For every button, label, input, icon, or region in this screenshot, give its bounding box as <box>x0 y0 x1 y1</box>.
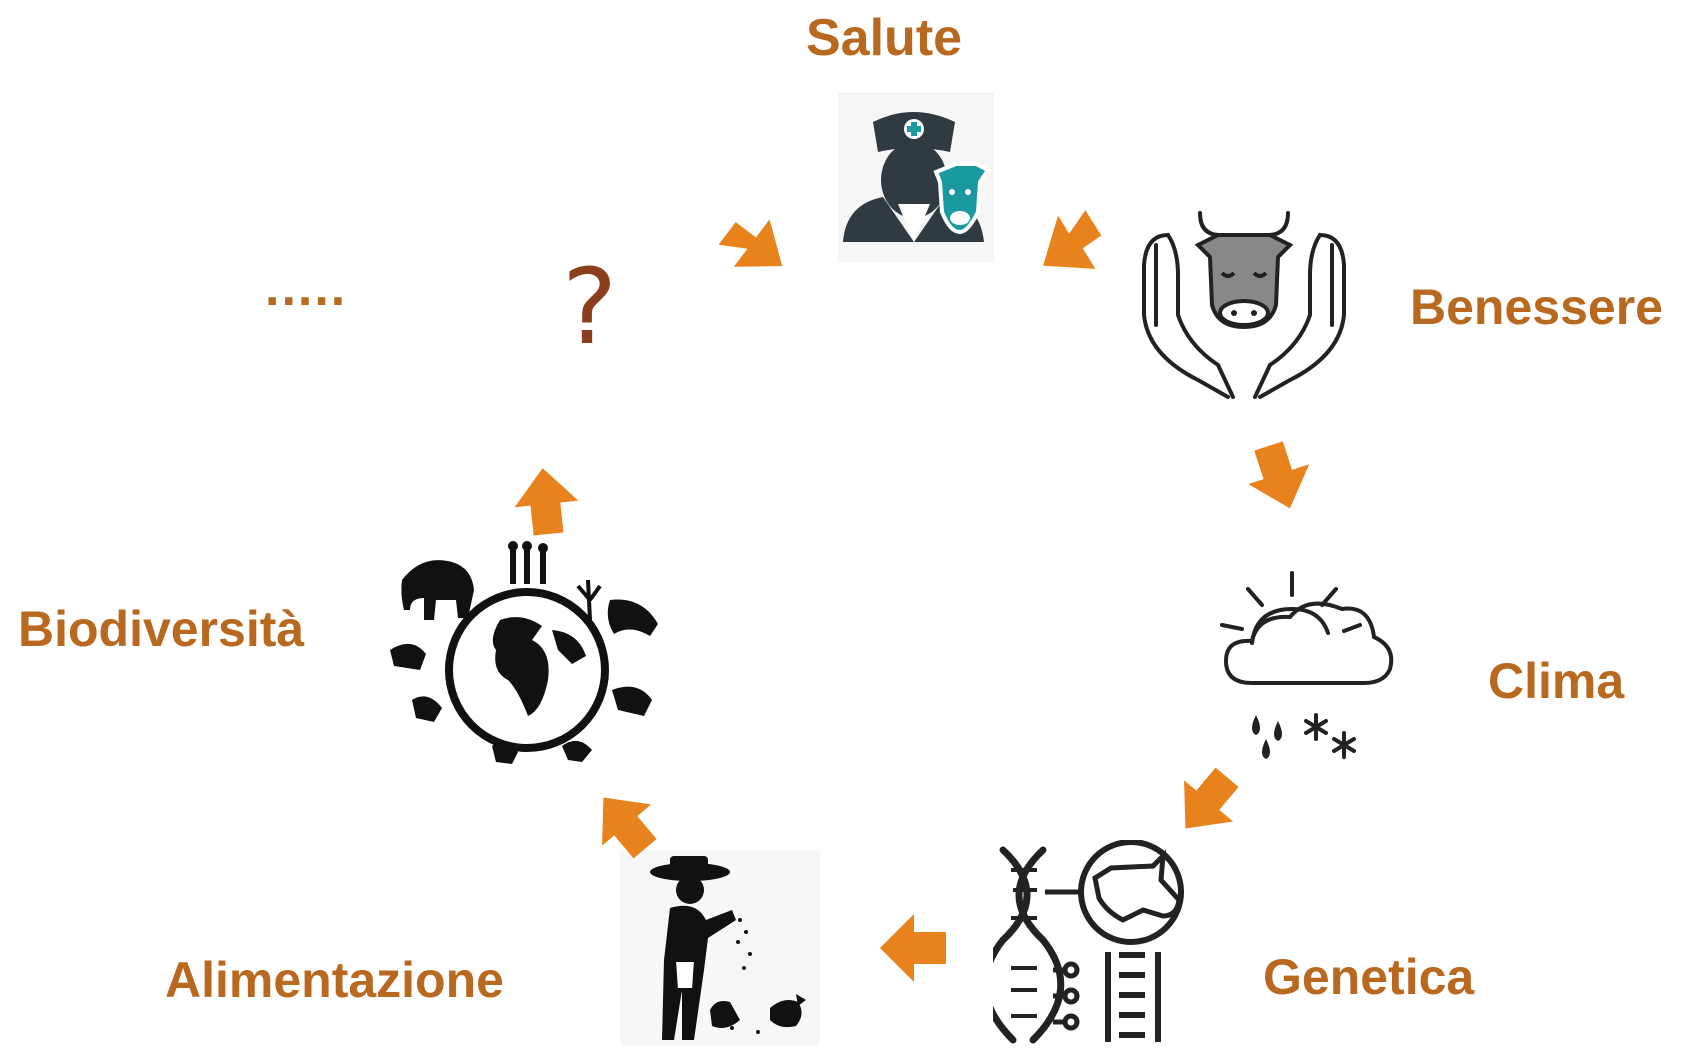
question-mark: ? <box>562 246 618 368</box>
farmer-feeding-chickens-icon <box>620 850 820 1045</box>
dna-cow-icon <box>993 840 1184 1044</box>
arrow-question-to-salute <box>718 219 783 267</box>
label-benessere: Benessere <box>1410 279 1663 335</box>
label-salute: Salute <box>806 9 963 67</box>
ellipsis-label: ..... <box>265 259 348 317</box>
veterinarian-icon <box>838 92 994 262</box>
label-clima: Clima <box>1488 653 1625 709</box>
arrow-clima-to-genetica <box>1184 767 1239 829</box>
arrow-biodiversita-to-question <box>514 468 579 536</box>
weather-icon <box>1220 571 1394 759</box>
arrow-genetica-to-alimentazione <box>880 914 946 982</box>
cow-in-hands-icon <box>1142 211 1346 399</box>
arrow-alimentazione-to-biodiversita <box>602 797 657 859</box>
arrow-benessere-to-clima <box>1248 441 1310 509</box>
earth-biodiversity-icon <box>390 541 658 764</box>
arrow-salute-to-benessere <box>1043 210 1102 269</box>
label-genetica: Genetica <box>1263 949 1475 1005</box>
label-alimentazione: Alimentazione <box>165 952 504 1008</box>
label-biodiversita: Biodiversità <box>18 601 305 657</box>
